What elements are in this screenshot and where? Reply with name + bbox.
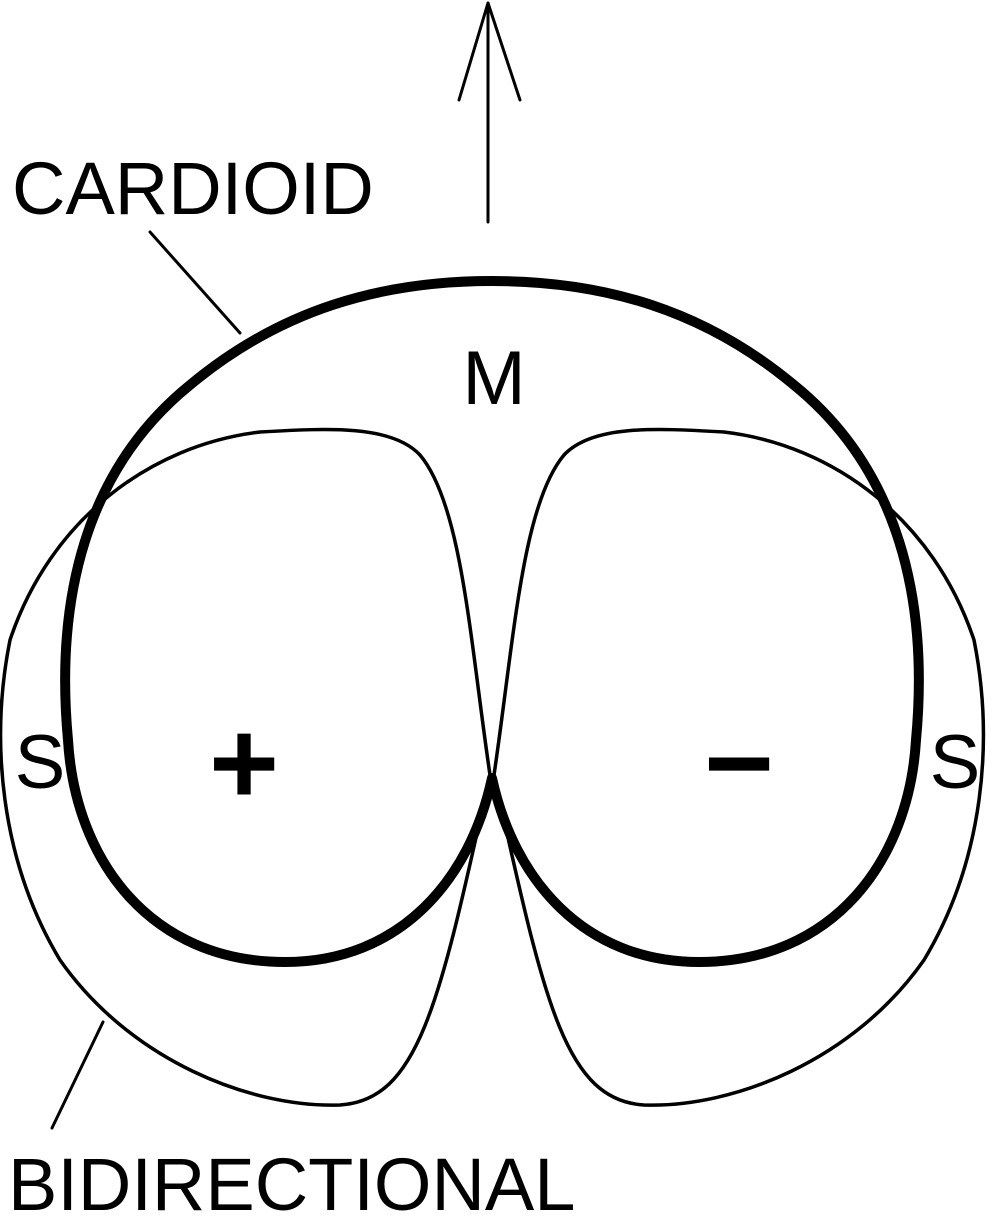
side-left-label: S bbox=[15, 720, 66, 805]
cardioid-label: CARDIOID bbox=[12, 147, 374, 230]
arrow-head bbox=[457, 1, 522, 102]
bidirectional-label: BIDIRECTIONAL bbox=[8, 1143, 575, 1226]
front-direction-arrow bbox=[457, 1, 522, 224]
minus-polarity-label: − bbox=[704, 696, 774, 830]
cardioid-pattern bbox=[60, 276, 924, 967]
bidirectional-pattern bbox=[0, 427, 986, 1107]
mid-label: M bbox=[462, 336, 525, 421]
bidirectional-leader-line bbox=[50, 1020, 105, 1130]
cardioid-leader-line bbox=[148, 230, 242, 335]
bidirectional-right-lobe bbox=[492, 427, 986, 1107]
bidirectional-left-lobe bbox=[0, 427, 492, 1107]
plus-polarity-label: + bbox=[209, 696, 279, 830]
side-right-label: S bbox=[930, 720, 981, 805]
